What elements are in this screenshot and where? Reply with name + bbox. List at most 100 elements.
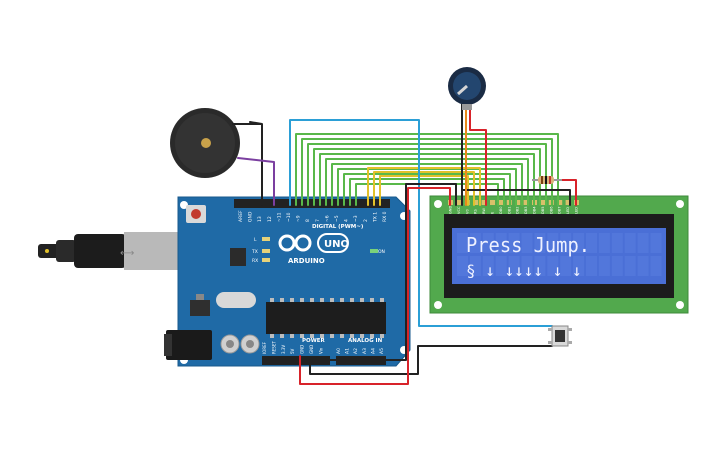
lcd-cell	[560, 233, 572, 253]
analog-pin-label: A2	[353, 348, 359, 354]
lcd-pin-label: VCC	[457, 206, 461, 214]
digital-pin-label: 13	[257, 216, 263, 222]
lcd-pin-label: DB3	[524, 206, 528, 214]
analog-pin-label: A3	[362, 348, 368, 354]
digital-pin-label: 4	[344, 219, 350, 222]
lcd-cell	[611, 233, 623, 253]
digital-pin-label: 12	[267, 216, 273, 222]
lcd-cell	[482, 233, 494, 253]
lcd-pin[interactable]	[540, 200, 546, 205]
digital-pin-label: ~6	[324, 215, 330, 222]
lcd-pin[interactable]	[456, 200, 462, 205]
lcd-cell	[598, 256, 610, 276]
lcd-cell	[521, 256, 533, 276]
lcd-character-grid	[457, 233, 662, 276]
lcd-pin-label: DB1	[507, 206, 511, 214]
piezo-buzzer[interactable]	[170, 108, 240, 178]
lcd-pin-label: DB0	[499, 206, 503, 214]
lcd-cell	[521, 233, 533, 253]
lcd-cell	[586, 256, 597, 276]
lcd-pin-label: E	[491, 211, 495, 214]
lcd-pin-label: DB2	[516, 206, 520, 214]
dc-jack	[164, 330, 212, 360]
lcd-cell	[547, 256, 559, 276]
lcd-pin-label: LED	[575, 207, 579, 214]
power-header[interactable]	[262, 356, 330, 365]
lcd-cell	[534, 256, 546, 276]
lcd-pin-label: GND	[449, 206, 453, 214]
lcd-pin-label: DB7	[558, 206, 562, 214]
lcd-cell	[534, 233, 546, 253]
lcd-pin[interactable]	[498, 200, 504, 205]
board-brand-label: ARDUINO	[288, 257, 325, 265]
lcd-cell	[547, 233, 559, 253]
lcd-cell	[469, 256, 481, 276]
lcd-cell	[573, 256, 585, 276]
analog-pin-label: A5	[379, 348, 385, 354]
blue-wire[interactable]	[289, 119, 553, 327]
lcd-pin[interactable]	[523, 200, 529, 205]
digital-header[interactable]	[234, 199, 390, 208]
lcd-cell	[598, 233, 610, 253]
arduino-uno-board[interactable]	[164, 196, 411, 367]
digital-pin-label: ~3	[353, 215, 359, 222]
lcd-pin-label: RS	[474, 209, 478, 214]
lcd-pin[interactable]	[473, 200, 479, 205]
lcd-cell	[495, 233, 507, 253]
power-pin-label: 3.3V	[281, 345, 286, 354]
power-pin-label: GND	[309, 345, 314, 354]
digital-pin-label: ~11	[276, 212, 282, 222]
power-pin-label: IOREF	[262, 341, 267, 354]
lcd-cell	[637, 233, 649, 253]
power-pin-label: Vin	[318, 347, 323, 354]
tx-led-label: TX	[251, 249, 258, 255]
lcd-cell	[469, 233, 481, 253]
arduino-logo-icon	[278, 233, 349, 253]
lcd-pin[interactable]	[557, 200, 563, 205]
analog-pin-label: A4	[370, 348, 376, 354]
lcd-cell	[457, 256, 468, 276]
lcd-cell	[624, 233, 636, 253]
lcd-pin[interactable]	[565, 200, 571, 205]
analog-header-label: ANALOG IN	[348, 338, 383, 344]
digital-header-label: DIGITAL (PWM~)	[312, 224, 364, 230]
lcd-cell	[508, 256, 520, 276]
purple-wire[interactable]	[237, 157, 275, 206]
lcd-pin[interactable]	[490, 200, 495, 205]
lcd-pin-label: DB5	[541, 206, 545, 214]
lcd-pin[interactable]	[515, 200, 521, 205]
power-header-label: POWER	[302, 338, 326, 344]
analog-pin-label: A0	[336, 348, 342, 354]
power-pin-label: RESET	[271, 341, 276, 354]
lcd-cell	[482, 256, 494, 276]
lcd-pin[interactable]	[481, 200, 487, 205]
digital-pin-label: 7	[315, 219, 321, 222]
lcd-cell	[457, 233, 468, 253]
lcd-cell	[508, 233, 520, 253]
digital-pin-label: RX 0	[382, 211, 388, 222]
lcd-line-1: Press Jump.	[466, 233, 590, 257]
usb-symbol-icon: ⟷	[120, 248, 134, 259]
lcd-cell	[573, 233, 585, 253]
digital-pin-label: ~9	[296, 215, 302, 222]
lcd-line-2: § ↓ ↓↓↓↓ ↓ ↓	[466, 261, 582, 280]
resistor[interactable]	[532, 176, 562, 184]
lcd-pin-label: DB4	[533, 206, 537, 214]
l-led-label: L	[254, 237, 257, 243]
digital-pin-label: GND	[248, 211, 254, 222]
lcd-pin-label: RW	[482, 208, 486, 214]
board-model-label: UNO	[324, 239, 349, 250]
pushbutton[interactable]	[548, 325, 572, 347]
analog-pin-label: A1	[345, 348, 351, 354]
lcd-pin-label: DB6	[549, 206, 553, 214]
green-data-wires[interactable]	[295, 133, 559, 206]
lcd-cell	[560, 256, 572, 276]
lcd-cell	[650, 233, 662, 253]
digital-pin-label: 2	[363, 219, 369, 222]
potentiometer[interactable]	[448, 67, 486, 110]
power-pin-label: GND	[300, 345, 305, 354]
lcd-cell	[624, 256, 636, 276]
